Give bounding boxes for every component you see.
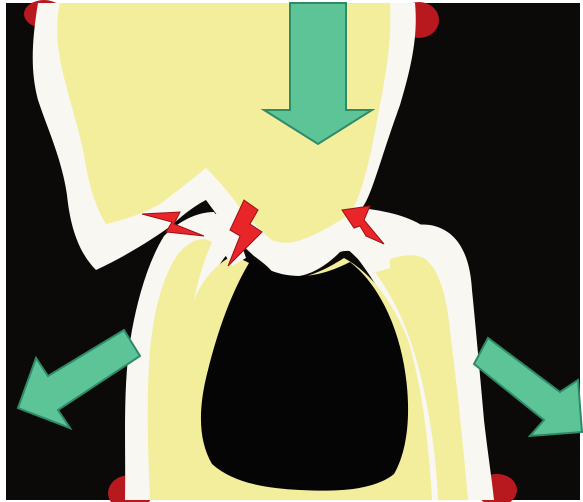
occlusal-stress-diagram xyxy=(0,0,583,502)
